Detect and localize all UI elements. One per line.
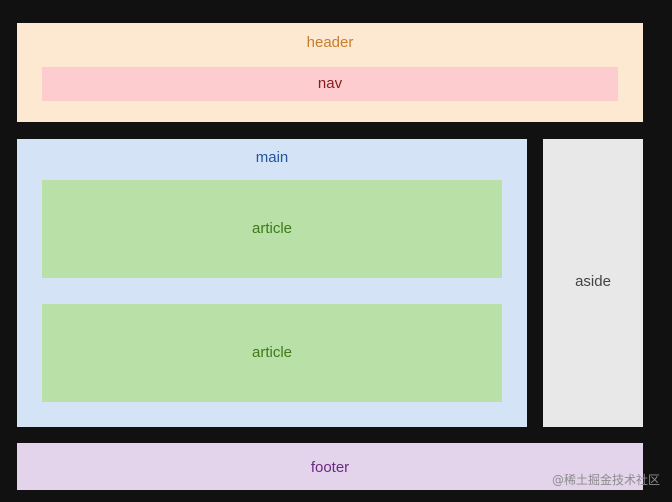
main-label: main <box>255 149 289 166</box>
article-label-2: article <box>251 344 292 361</box>
aside-label: aside <box>575 273 611 290</box>
article-label-1: article <box>251 220 292 237</box>
header-label: header <box>306 34 354 51</box>
footer-label: footer <box>310 459 350 476</box>
watermark-text: @稀土掘金技术社区 <box>551 473 660 487</box>
article-region-2: article <box>42 304 502 402</box>
nav-label: nav <box>317 75 343 92</box>
nav-region: nav <box>42 67 618 101</box>
footer-region: footer <box>17 443 643 490</box>
aside-region: aside <box>543 139 643 427</box>
article-region-1: article <box>42 180 502 278</box>
